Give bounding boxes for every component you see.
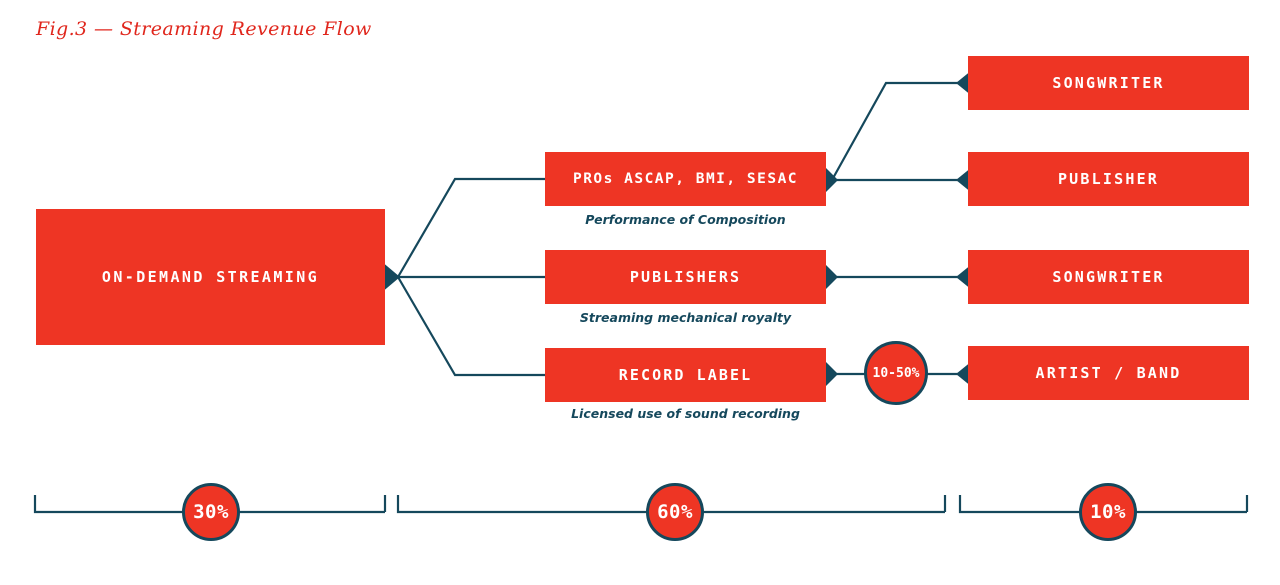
badge-share-30: 30%: [182, 483, 240, 541]
bracket-30-left: [33, 495, 385, 514]
badge-value: 10-50%: [872, 365, 920, 381]
node-label: ON-DEMAND STREAMING: [101, 268, 320, 286]
node-label: RECORD LABEL: [618, 366, 753, 384]
node-publishers[interactable]: PUBLISHERS: [545, 250, 826, 304]
share-brackets: [33, 495, 1249, 514]
page-title: Fig.3 — Streaming Revenue Flow: [36, 18, 372, 40]
connector-source-to-record-label: [397, 276, 545, 377]
badge-share-60: 60%: [646, 483, 704, 541]
connector-pros-fanout: [831, 81, 968, 182]
node-record-label[interactable]: RECORD LABEL: [545, 348, 826, 402]
bracket-60-left: [396, 495, 945, 514]
bracket-10-left: [958, 495, 1247, 514]
node-songwriter-2[interactable]: SONGWRITER: [968, 250, 1249, 304]
node-label: SONGWRITER: [1052, 74, 1165, 92]
node-label: PUBLISHER: [1057, 170, 1160, 188]
node-label: SONGWRITER: [1052, 268, 1165, 286]
badge-value: 30%: [193, 501, 229, 523]
node-artist-band[interactable]: ARTIST / BAND: [968, 346, 1249, 400]
caption-publishers: Streaming mechanical royalty: [579, 310, 792, 325]
badge-value: 60%: [657, 501, 693, 523]
badge-share-10: 10%: [1079, 483, 1137, 541]
node-label: PUBLISHERS: [629, 268, 742, 286]
caption-record-label: Licensed use of sound recording: [571, 406, 800, 421]
node-label: ARTIST / BAND: [1035, 364, 1182, 382]
node-on-demand-streaming[interactable]: ON-DEMAND STREAMING: [36, 209, 385, 345]
node-label: PROs ASCAP, BMI, SESAC: [572, 171, 799, 187]
connector-pros-to-songwriter: [831, 81, 968, 181]
caption-pros: Performance of Composition: [585, 212, 786, 227]
badge-split-share: 10-50%: [864, 341, 928, 405]
node-songwriter-1[interactable]: SONGWRITER: [968, 56, 1249, 110]
connector-source-fanout: [397, 177, 545, 377]
node-pros[interactable]: PROs ASCAP, BMI, SESAC: [545, 152, 826, 206]
badge-value: 10%: [1090, 501, 1126, 523]
connector-source-to-pros: [397, 177, 545, 278]
node-publisher[interactable]: PUBLISHER: [968, 152, 1249, 206]
